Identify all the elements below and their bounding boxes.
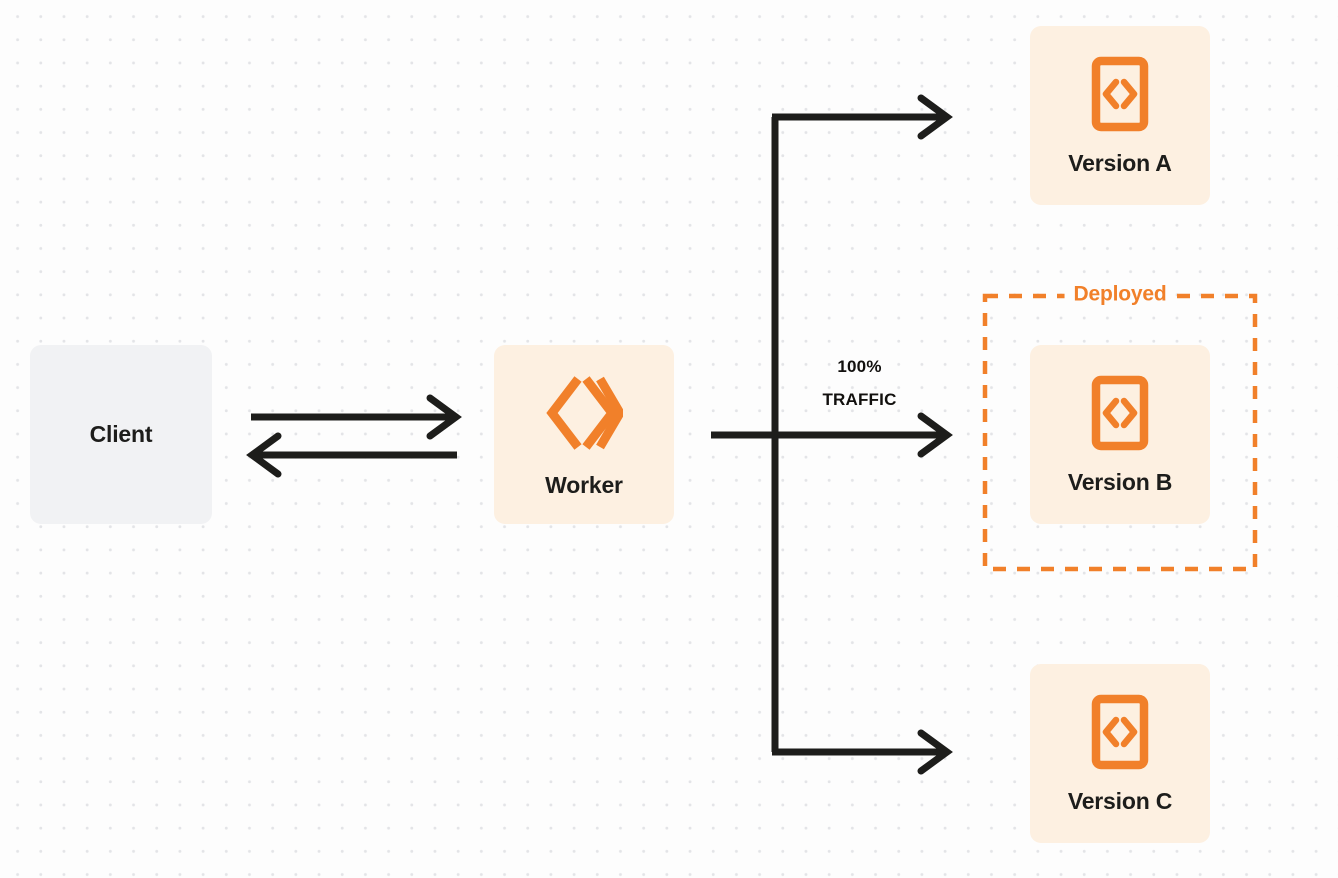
node-client-label: Client (89, 421, 153, 447)
node-version-a[interactable]: Version A (1030, 26, 1210, 205)
node-version-b[interactable]: Version B (1030, 345, 1210, 524)
node-worker[interactable]: Worker (494, 345, 674, 524)
deployed-dashed-border (982, 293, 1258, 572)
cloudflare-workers-logo-icon (545, 373, 626, 453)
node-version-c-label: Version C (1067, 788, 1173, 814)
edge-worker-to-version-b (711, 412, 953, 458)
deployed-group-label: Deployed (1064, 283, 1176, 305)
traffic-percent: 100% (837, 357, 882, 376)
deployed-group: Deployed (982, 283, 1258, 572)
code-document-icon (1091, 375, 1149, 451)
node-version-b-label: Version B (1067, 469, 1173, 495)
edge-worker-to-version-c (772, 729, 953, 775)
edge-client-to-worker (251, 394, 462, 440)
code-document-icon (1091, 56, 1149, 132)
node-client[interactable]: Client (30, 345, 212, 524)
traffic-label: 100% TRAFFIC (782, 350, 937, 417)
node-version-c[interactable]: Version C (1030, 664, 1210, 843)
code-document-icon (1091, 694, 1149, 770)
node-worker-label: Worker (545, 471, 623, 498)
edge-worker-to-client (246, 432, 457, 478)
traffic-unit: TRAFFIC (822, 390, 897, 410)
node-version-a-label: Version A (1068, 150, 1172, 176)
edge-worker-to-version-a (772, 94, 953, 140)
